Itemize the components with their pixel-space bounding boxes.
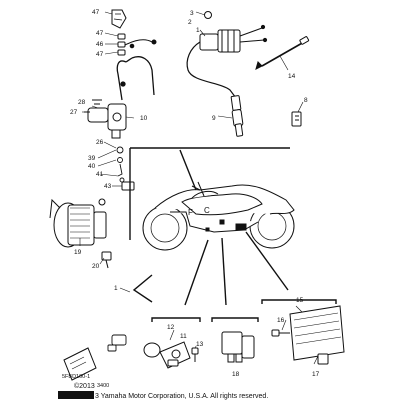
callout-28: 28 xyxy=(78,99,86,106)
callout-18: 18 xyxy=(232,371,240,378)
copyright-year: ©2013 xyxy=(74,382,95,390)
hose-clip-assembly xyxy=(111,9,157,56)
callout-12: 12 xyxy=(167,324,175,331)
callout-13: 13 xyxy=(196,341,204,348)
callout-20: 20 xyxy=(92,263,100,270)
valve-body xyxy=(84,99,127,139)
part-43-bracket xyxy=(121,181,135,191)
clip-8 xyxy=(291,111,302,127)
callout-26: 26 xyxy=(96,139,104,146)
callout-39: 39 xyxy=(88,155,96,162)
caption-tile xyxy=(63,347,97,381)
relay-18 xyxy=(221,331,255,363)
callout-11: 11 xyxy=(180,333,187,340)
footer: 5FBD100-1 ©2013 3400 3 Yamaha Motor Corp… xyxy=(58,374,268,400)
callout-47b: 47 xyxy=(96,30,104,37)
callout-46: 46 xyxy=(96,41,104,48)
callout-16: 16 xyxy=(277,317,285,324)
callout-43: 43 xyxy=(104,183,112,190)
oring-12 xyxy=(143,342,161,358)
motorcycle-reference: F C xyxy=(142,181,295,251)
screw-13 xyxy=(191,347,199,362)
callout-19: 19 xyxy=(74,249,82,256)
leader-lines xyxy=(129,147,337,322)
breather-hose xyxy=(116,56,155,101)
callout-27: 27 xyxy=(70,109,78,116)
starter-relay-solenoid xyxy=(186,11,268,99)
rectifier-regulator-15 xyxy=(289,305,345,365)
callout-1-mid: 1 xyxy=(114,285,118,292)
callout-10: 10 xyxy=(140,115,148,122)
spark-plug-cap-lead xyxy=(230,95,244,137)
callout-40: 40 xyxy=(88,163,96,170)
callout-1-top: 1 xyxy=(196,27,200,34)
thin-leaders xyxy=(79,11,319,365)
copyright-text: 3 Yamaha Motor Corporation, U.S.A. All r… xyxy=(95,393,268,400)
starter-motor xyxy=(49,198,107,248)
footer-bar xyxy=(58,391,94,399)
callout-47c: 47 xyxy=(96,51,104,58)
callout-14: 14 xyxy=(288,73,296,80)
starter-bolt xyxy=(101,251,112,269)
sensor-11 xyxy=(159,341,191,369)
svg-text:C: C xyxy=(204,206,210,215)
callout-15: 15 xyxy=(296,297,304,304)
callout-3: 3 xyxy=(190,10,194,17)
small-code: 3400 xyxy=(97,383,109,389)
callout-47a: 47 xyxy=(92,9,100,16)
svg-text:F: F xyxy=(188,208,193,217)
callout-9: 9 xyxy=(212,115,216,122)
battery-lead-14 xyxy=(255,36,310,70)
bolt-16 xyxy=(271,329,290,337)
callout-17: 17 xyxy=(312,371,320,378)
part-1-relay-small xyxy=(107,334,127,352)
callout-41: 41 xyxy=(96,171,104,178)
callout-2: 2 xyxy=(188,19,192,26)
callout-8: 8 xyxy=(304,97,308,104)
callout-numbers: 47 47 46 47 28 27 10 26 39 40 41 43 3 2 … xyxy=(70,9,320,378)
diagram-code: 5FBD100-1 xyxy=(62,374,90,380)
